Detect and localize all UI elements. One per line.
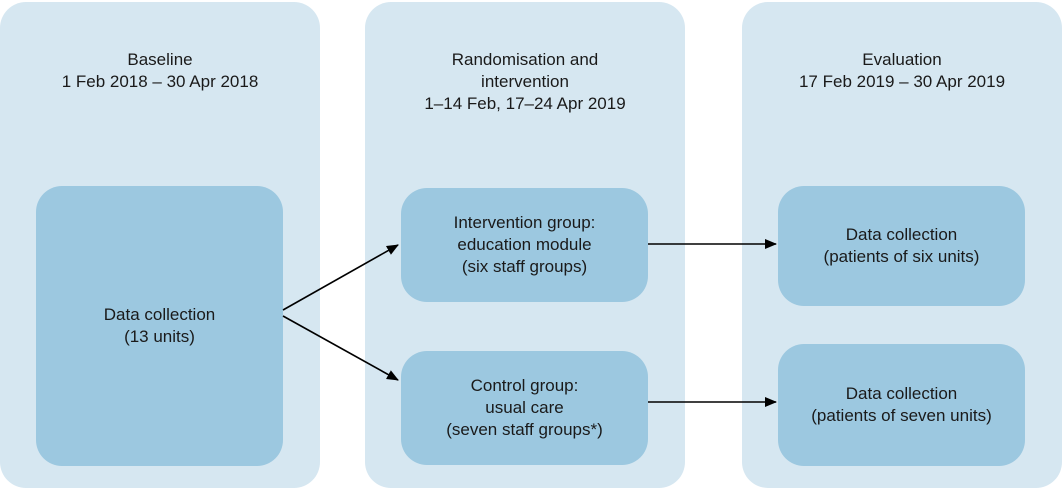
phase-title-line: Evaluation — [862, 50, 942, 69]
arrow-baseline-to-intervention — [282, 244, 399, 311]
box-line: usual care — [485, 398, 564, 417]
phase-title-line: intervention — [481, 72, 569, 91]
box-line: (patients of six units) — [823, 247, 980, 266]
phase-title-line: Randomisation and — [451, 50, 599, 69]
box-baseline-data-collection: Data collection (13 units) — [36, 186, 283, 466]
box-intervention-group: Intervention group: education module (si… — [401, 188, 648, 302]
phase-title-randomisation: Randomisation and intervention 1–14 Feb,… — [365, 49, 685, 115]
phase-title-line: 1 Feb 2018 – 30 Apr 2018 — [61, 72, 259, 91]
phase-title-evaluation: Evaluation 17 Feb 2019 – 30 Apr 2019 — [742, 49, 1062, 93]
box-line: Control group: — [470, 376, 579, 395]
phase-title-line: Baseline — [127, 50, 193, 69]
phase-title-line: 1–14 Feb, 17–24 Apr 2019 — [424, 94, 626, 113]
box-line: Intervention group: — [453, 213, 596, 232]
phase-title-baseline: Baseline 1 Feb 2018 – 30 Apr 2018 — [0, 49, 320, 93]
box-line: (13 units) — [124, 327, 195, 346]
box-evaluation-control: Data collection (patients of seven units… — [778, 344, 1025, 466]
box-line: education module — [457, 235, 592, 254]
box-line: (seven staff groups*) — [446, 420, 603, 439]
box-line: (six staff groups) — [461, 257, 588, 276]
box-line: Data collection — [103, 305, 216, 324]
arrow-baseline-to-control — [282, 315, 399, 381]
box-line: (patients of seven units) — [811, 406, 992, 425]
box-control-group: Control group: usual care (seven staff g… — [401, 351, 648, 465]
box-line: Data collection — [845, 225, 958, 244]
box-evaluation-intervention: Data collection (patients of six units) — [778, 186, 1025, 306]
phase-title-line: 17 Feb 2019 – 30 Apr 2019 — [798, 72, 1006, 91]
box-line: Data collection — [845, 384, 958, 403]
